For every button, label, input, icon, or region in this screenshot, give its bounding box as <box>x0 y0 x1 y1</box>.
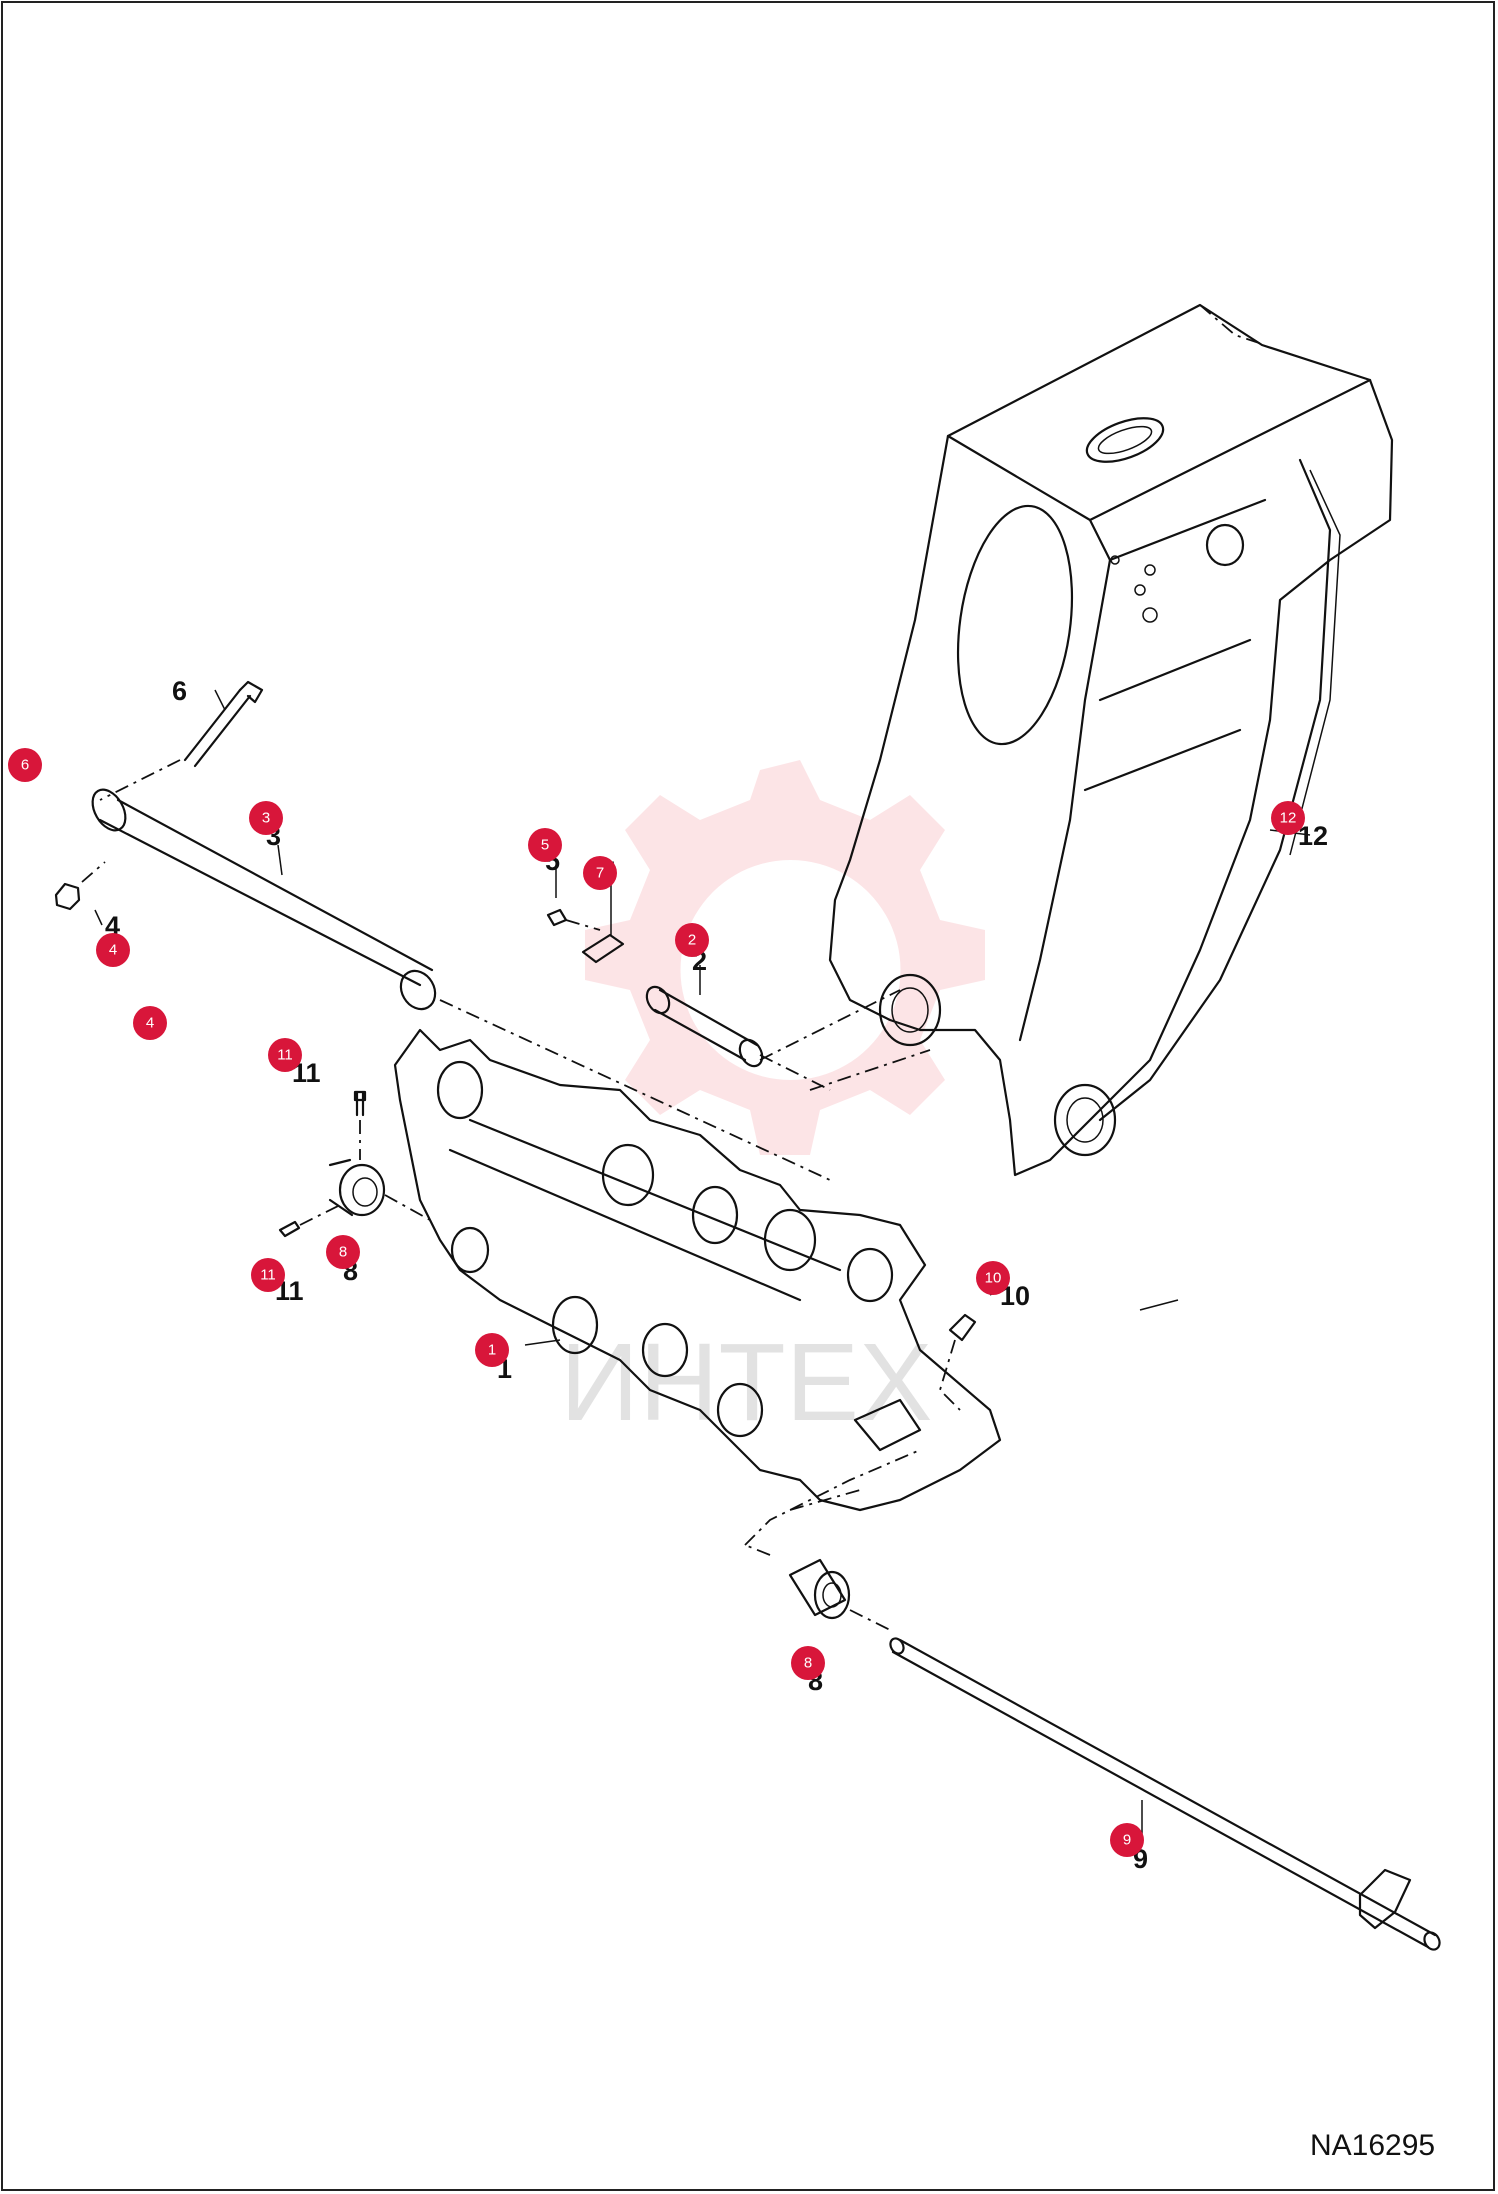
badge-11-top: 11 <box>268 1038 302 1072</box>
svg-text:8: 8 <box>339 1244 347 1261</box>
badge-4-b: 4 <box>133 1006 167 1040</box>
watermark-gear-icon <box>585 760 985 1155</box>
badge-7: 7 <box>583 856 617 890</box>
pin-2 <box>645 985 831 1091</box>
callout-6: 6 <box>172 676 187 706</box>
drawing-code: NA16295 <box>1310 2129 1435 2162</box>
badge-12: 12 <box>1271 801 1305 835</box>
bushing-8-lower <box>744 1489 891 1631</box>
callout-12: 12 <box>1298 821 1328 851</box>
clip-10 <box>938 1313 977 1411</box>
lower-axis-line <box>744 1449 921 1546</box>
badge-1: 1 <box>475 1333 509 1367</box>
bushing-8-left <box>328 1158 431 1221</box>
svg-text:2: 2 <box>688 932 696 949</box>
badge-9: 9 <box>1110 1823 1144 1857</box>
svg-text:5: 5 <box>541 837 549 854</box>
badge-8-left: 8 <box>326 1235 360 1269</box>
pin-3-axis <box>439 999 831 1181</box>
bolt-5 <box>546 908 601 931</box>
badge-11-bottom: 11 <box>251 1258 285 1292</box>
svg-text:6: 6 <box>21 757 29 774</box>
badge-8-lower: 8 <box>791 1646 825 1680</box>
badge-2: 2 <box>675 923 709 957</box>
badge-5: 5 <box>528 828 562 862</box>
arm-hidden-edge <box>1199 304 1266 346</box>
pin-9 <box>889 1637 1441 1951</box>
bolt-6 <box>99 680 264 801</box>
bracket-hidden-edge-2 <box>809 1049 931 1091</box>
badge-3: 3 <box>249 801 283 835</box>
arm-assembly <box>828 303 1394 1177</box>
screw-11-top <box>353 1090 367 1160</box>
svg-text:4: 4 <box>109 942 117 959</box>
pin-3 <box>91 788 437 1011</box>
bracket-1 <box>393 1028 1002 1512</box>
screw-11-bottom <box>278 1204 341 1238</box>
bracket-hidden-edge-1 <box>759 989 901 1061</box>
link-7 <box>581 933 625 964</box>
svg-text:1: 1 <box>488 1342 496 1359</box>
watermark-text: ИНТЕХ <box>560 1321 932 1444</box>
nut-4 <box>54 861 106 911</box>
svg-text:11: 11 <box>277 1047 293 1064</box>
svg-text:11: 11 <box>260 1267 276 1284</box>
leader-lines <box>94 689 1311 1840</box>
svg-text:12: 12 <box>1280 810 1297 827</box>
badge-4-a: 4 <box>96 933 130 967</box>
svg-text:4: 4 <box>146 1015 154 1032</box>
svg-text:10: 10 <box>985 1270 1002 1287</box>
badge-10: 10 <box>976 1261 1010 1295</box>
badge-6: 6 <box>8 748 42 782</box>
svg-text:9: 9 <box>1123 1832 1131 1849</box>
svg-text:8: 8 <box>804 1655 812 1672</box>
svg-text:7: 7 <box>596 865 604 882</box>
svg-text:3: 3 <box>262 810 270 827</box>
